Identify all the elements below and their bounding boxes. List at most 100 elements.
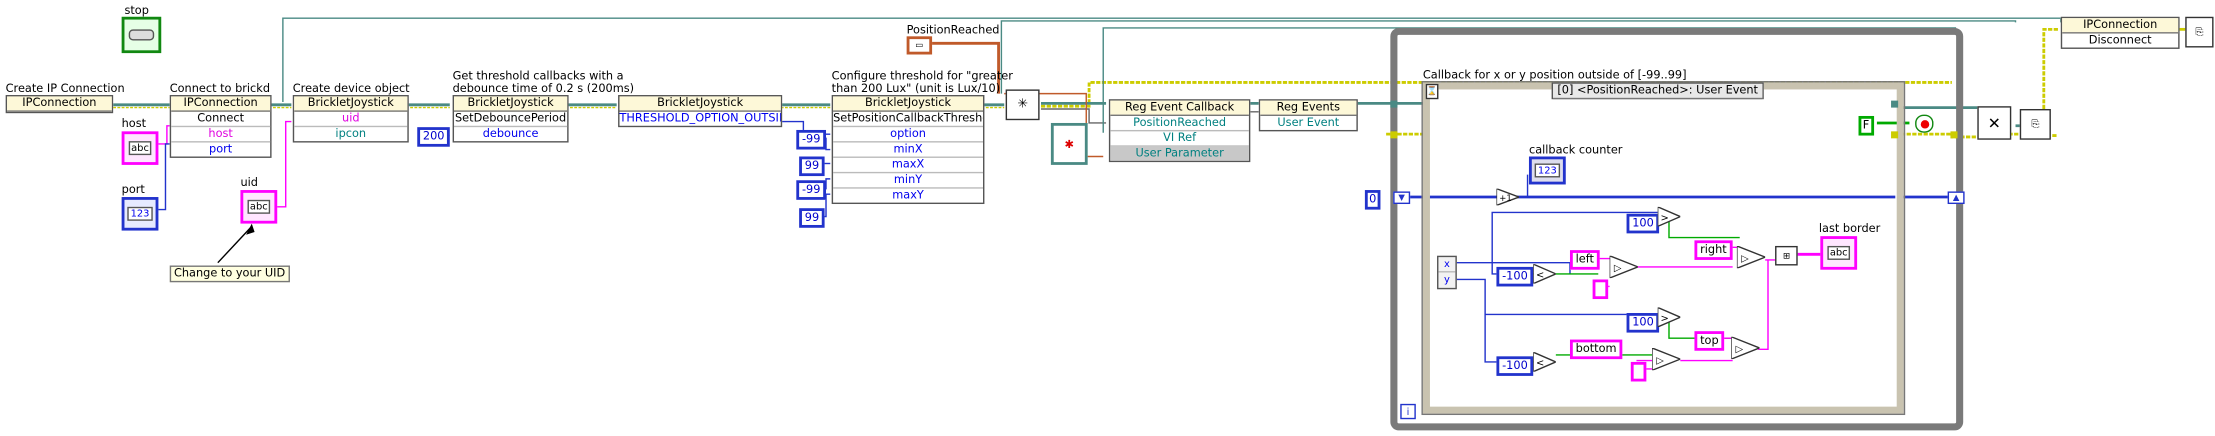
stop-button-terminal[interactable] — [121, 16, 162, 54]
uid-label: uid — [240, 176, 258, 189]
vi-reference-icon[interactable]: ✱ — [1050, 122, 1088, 165]
host-control[interactable]: abc — [121, 131, 159, 165]
event-comment: Callback for x or y position outside of … — [1422, 68, 1687, 82]
callback-counter-indicator: 123 — [1528, 156, 1566, 185]
joystick-constructor[interactable]: BrickletJoystick uid ipcon — [292, 95, 409, 143]
svg-text:▷: ▷ — [1741, 253, 1749, 264]
destroy-user-event-icon[interactable]: ⎘ — [2019, 108, 2051, 140]
empty-string-constant-a[interactable] — [1592, 279, 1609, 300]
empty-string-constant-b[interactable] — [1630, 361, 1647, 382]
maxx-constant[interactable]: 99 — [799, 156, 825, 177]
svg-text:<: < — [1536, 358, 1544, 369]
threshold-option-enum[interactable]: BrickletJoystick THRESHOLD_OPTION_OUTSID… — [618, 95, 783, 128]
error-wire-long — [1040, 81, 2020, 139]
create-user-event-icon[interactable]: ✳ — [1005, 89, 1040, 121]
host-label: host — [121, 117, 147, 130]
event-ref-tunnel-right — [1891, 100, 1899, 108]
host-wire — [158, 125, 170, 145]
y-less-icon: < — [1533, 352, 1556, 372]
unregister-events-icon[interactable]: ✕ — [1977, 106, 2012, 140]
threshold-minx-param: minX — [833, 143, 984, 158]
y-threshold-100[interactable]: 100 — [1626, 313, 1660, 333]
threshold-maxx-param: maxX — [833, 158, 984, 174]
reg-callback-title: Reg Event Callback — [1110, 100, 1249, 116]
x-less-icon: < — [1533, 264, 1556, 284]
event-ref-tunnel — [1390, 100, 1398, 108]
stop-dot-icon — [1920, 119, 1929, 128]
reg-event-callback-node[interactable]: Reg Event Callback PositionReached VI Re… — [1108, 99, 1251, 163]
svg-text:▷: ▷ — [1656, 355, 1664, 366]
position-reached-event-icon[interactable]: ▭ — [906, 36, 933, 55]
joystick-constructor-title: BrickletJoystick — [294, 96, 408, 112]
unregister-x-icon: ✕ — [1987, 113, 2001, 133]
port-control[interactable]: 123 — [121, 197, 159, 231]
disconnect-wire — [2042, 27, 2058, 137]
stop-label: stop — [124, 4, 149, 17]
y-greater-icon: > — [1657, 307, 1681, 327]
x-threshold-100[interactable]: 100 — [1626, 213, 1660, 234]
left-string-constant[interactable]: left — [1569, 250, 1600, 270]
y-threshold-neg100[interactable]: -100 — [1496, 356, 1534, 376]
select-right-icon: ▷ — [1736, 245, 1766, 269]
reg-callback-vi-ref: VI Ref — [1110, 131, 1249, 147]
pos-reached-wire — [929, 41, 1000, 94]
while-loop-frame[interactable] — [1390, 27, 1964, 431]
select-top-icon: ▷ — [1731, 336, 1760, 360]
counter-init-constant[interactable]: 0 — [1364, 190, 1381, 210]
maxy-constant[interactable]: 99 — [799, 208, 825, 228]
loop-iteration-terminal: i — [1400, 403, 1416, 420]
ipcon-wire-top2 — [1000, 20, 2017, 94]
connect-comment: Connect to brickd — [169, 82, 271, 96]
x-threshold-neg100[interactable]: -100 — [1496, 266, 1534, 287]
unbundle-x: x — [1438, 257, 1456, 273]
debounce-comment-2: debounce time of 0.2 s (200ms) — [452, 82, 635, 96]
port-number-indicator: 123 — [127, 206, 153, 221]
svg-text:▷: ▷ — [1735, 344, 1743, 355]
enum-value: THRESHOLD_OPTION_OUTSIDE — [619, 111, 781, 125]
y-wire — [1454, 278, 1658, 363]
uid-control[interactable]: abc — [240, 190, 278, 224]
ipconnection-constructor[interactable]: IPConnection — [5, 95, 114, 114]
reg-events-title: Reg Events — [1260, 100, 1357, 116]
reg-callback-position: PositionReached — [1110, 116, 1249, 132]
error-tunnel-loop-right — [1950, 131, 1958, 139]
svg-text:>: > — [1661, 213, 1669, 224]
configure-comment-1: Configure threshold for "greater — [831, 69, 1013, 83]
uid-callout: Change to your UID — [169, 265, 290, 283]
concat-strings-icon: ⊞ — [1775, 245, 1798, 266]
debounce-constant[interactable]: 200 — [417, 127, 451, 147]
connect-node-title: IPConnection — [171, 96, 271, 112]
right-string-constant[interactable]: right — [1694, 240, 1733, 260]
cluster-unbundle-node[interactable]: x y — [1437, 255, 1457, 290]
connect-invoke-node[interactable]: IPConnection Connect host port — [169, 95, 272, 158]
create-ip-comment: Create IP Connection — [5, 82, 125, 96]
disconnect-node[interactable]: IPConnection Disconnect — [2060, 16, 2180, 49]
shift-register-right-icon: ▲ — [1947, 191, 1965, 205]
last-border-label: last border — [1818, 222, 1881, 235]
set-debounce-node[interactable]: BrickletJoystick SetDebouncePeriod debou… — [452, 95, 569, 143]
event-timeout-icon: ⌛ — [1425, 83, 1439, 100]
set-debounce-method: SetDebouncePeriod — [454, 112, 568, 128]
error-tunnel-right — [1891, 131, 1899, 139]
threshold-miny-param: minY — [833, 173, 984, 189]
event-case-label: [0] <PositionReached>: User Event — [1553, 83, 1763, 100]
set-threshold-node[interactable]: BrickletJoystick SetPositionCallbackThre… — [831, 95, 985, 205]
event-case-selector[interactable]: [0] <PositionReached>: User Event — [1551, 82, 1764, 100]
debounce-comment-1: Get threshold callbacks with a — [452, 69, 624, 83]
reg-events-node[interactable]: Reg Events User Event — [1258, 99, 1358, 132]
svg-text:<: < — [1536, 270, 1544, 281]
select-bottom-icon: ▷ — [1652, 347, 1681, 371]
reg-events-user-event: User Event — [1277, 115, 1340, 129]
disconnect-title: IPConnection — [2062, 18, 2179, 34]
bottom-string-constant[interactable]: bottom — [1569, 339, 1623, 360]
svg-text:▷: ▷ — [1614, 263, 1622, 274]
false-constant[interactable]: F — [1858, 115, 1874, 136]
vi-reference-star-icon: ✱ — [1064, 137, 1075, 151]
set-threshold-title: BrickletJoystick — [833, 96, 984, 112]
close-reference-icon[interactable]: ⎘ — [2185, 16, 2214, 48]
top-string-constant[interactable]: top — [1694, 331, 1725, 351]
miny-constant[interactable]: -99 — [796, 180, 827, 200]
uid-string-indicator: abc — [247, 199, 271, 214]
minx-constant[interactable]: -99 — [796, 129, 827, 150]
select-left-icon: ▷ — [1609, 255, 1638, 279]
